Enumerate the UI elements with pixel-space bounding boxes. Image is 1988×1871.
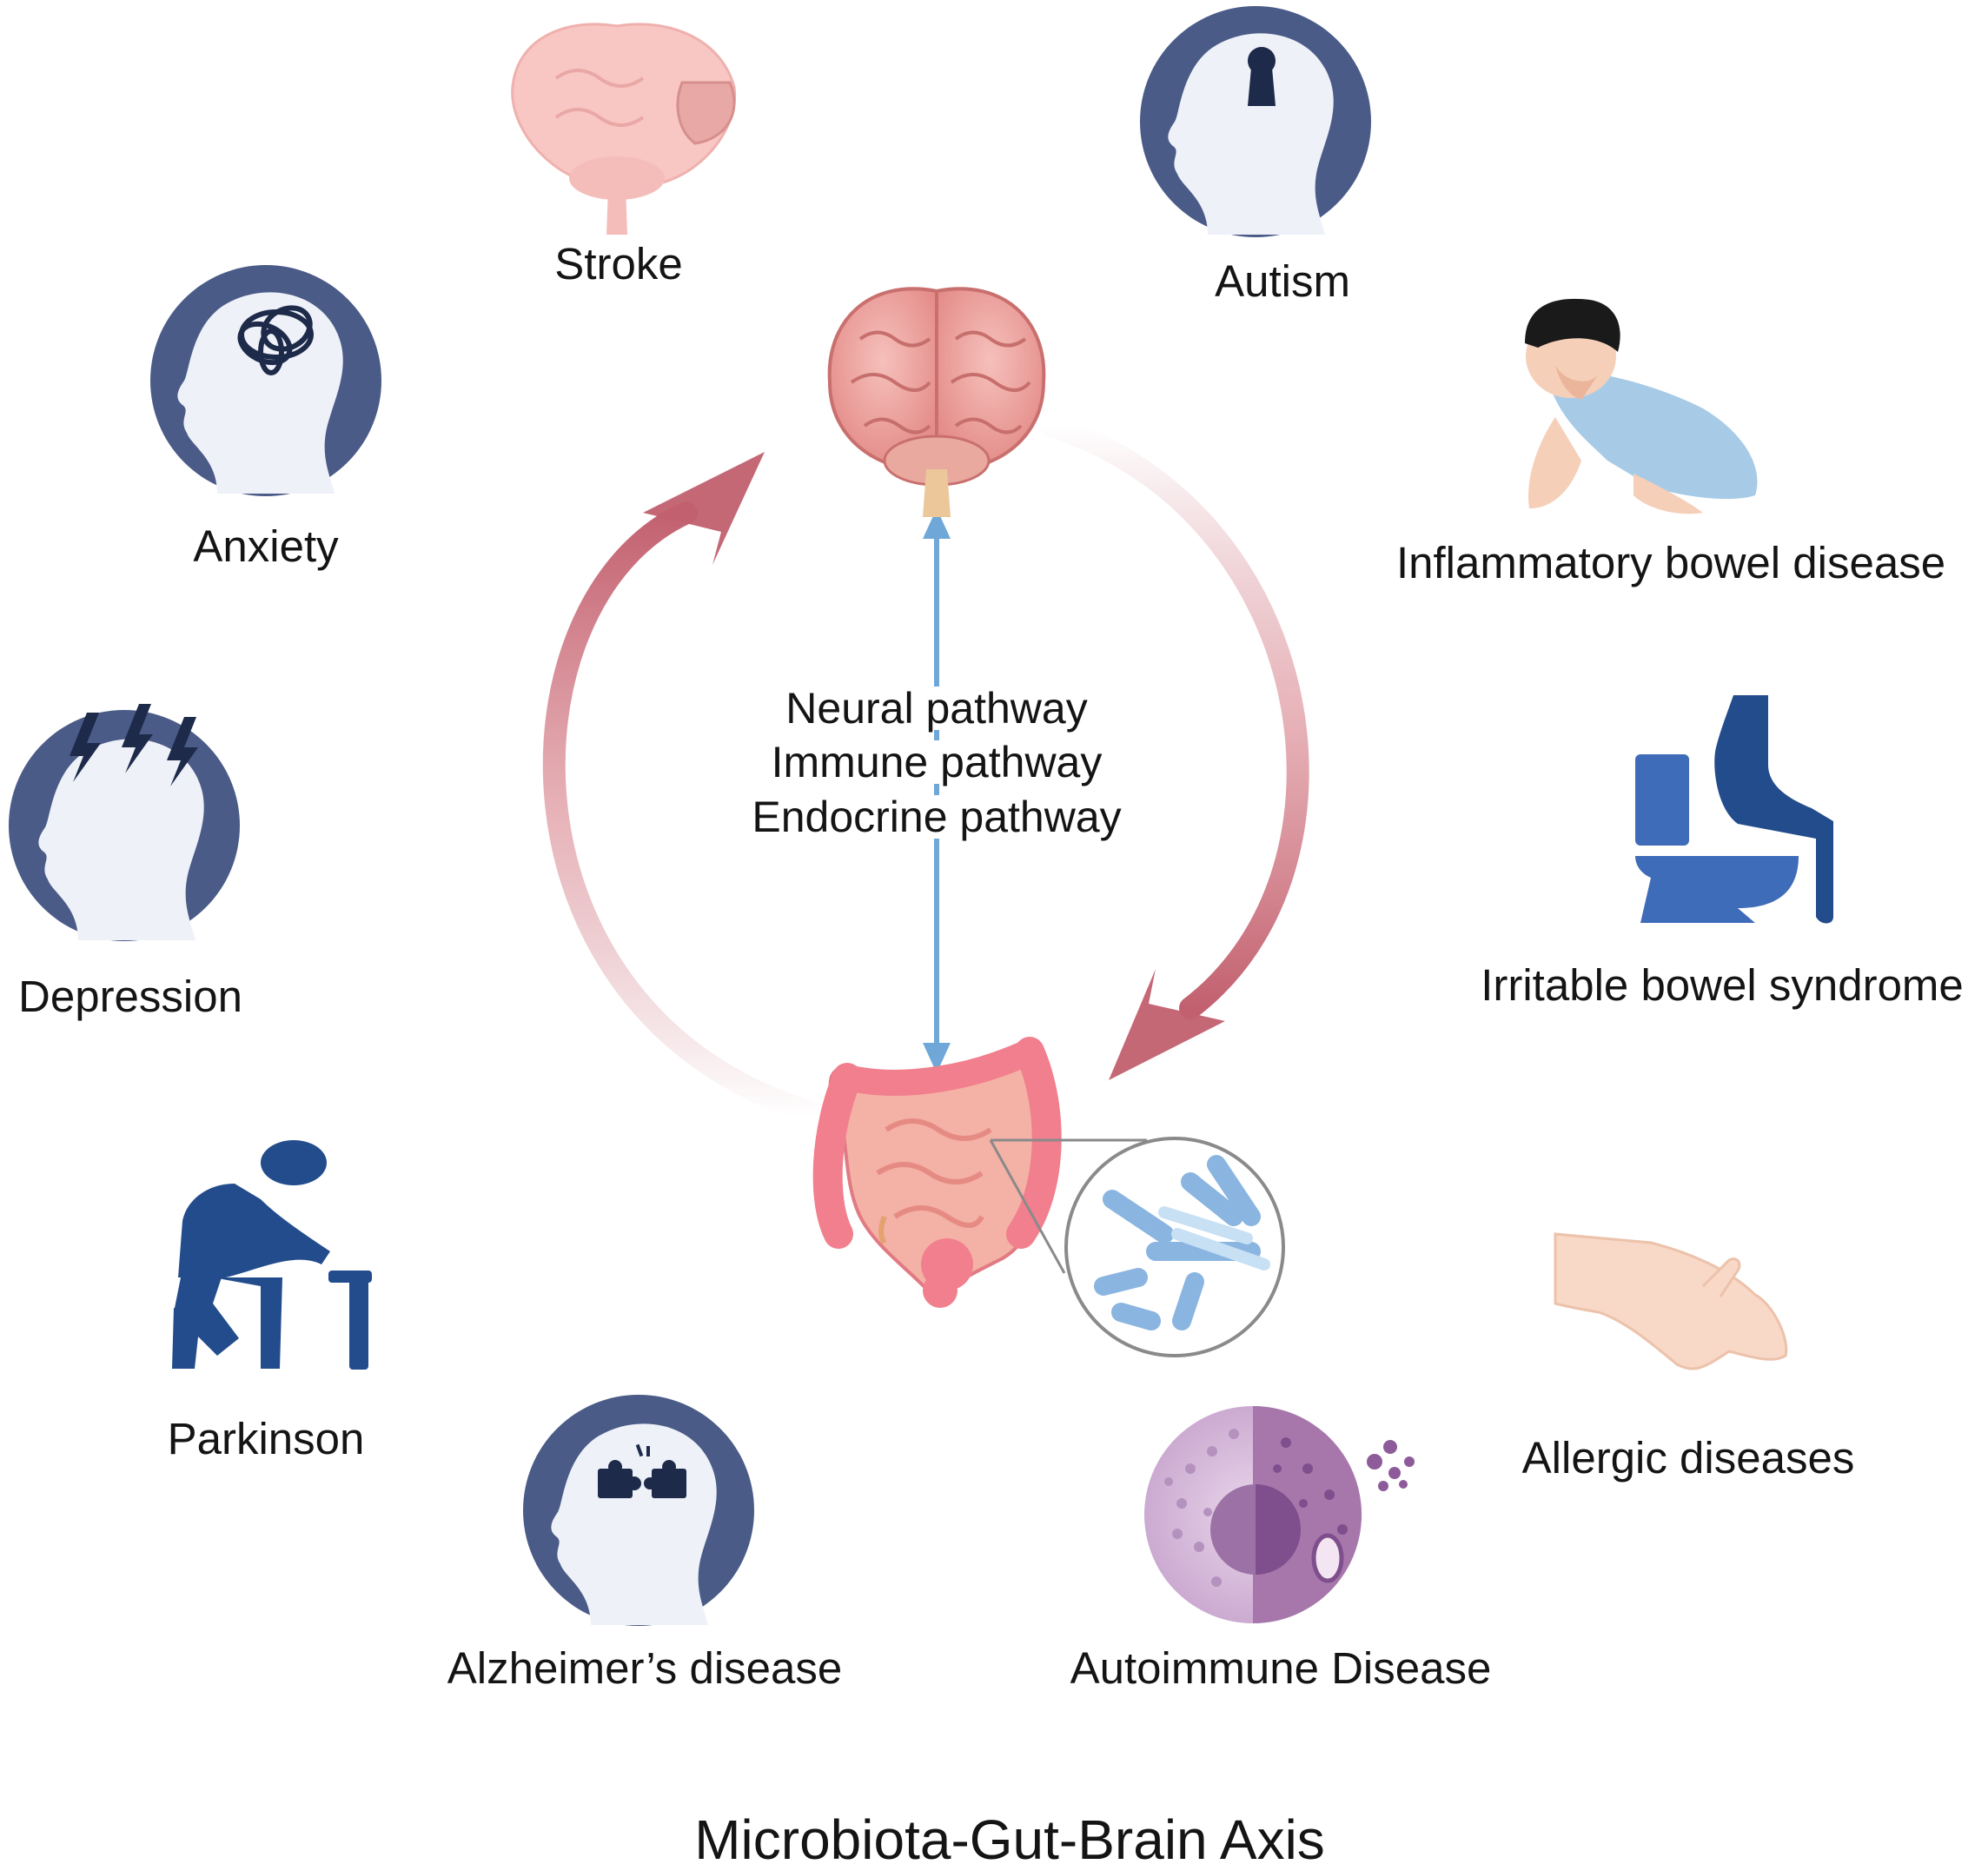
endocrine-pathway-label: Endocrine pathway (746, 795, 1127, 839)
autism-label: Autism (1215, 256, 1350, 306)
anxiety-icon (150, 265, 381, 496)
stroke-label: Stroke (554, 239, 683, 289)
autism-icon (1140, 6, 1371, 237)
diagram-title: Microbiota-Gut-Brain Axis (694, 1808, 1325, 1871)
pathway-arrow (923, 508, 951, 1073)
autoimmune-disease-label: Autoimmune Disease (1070, 1643, 1492, 1693)
brain-to-gut-arrow (1040, 415, 1309, 1080)
irritable-bowel-syndrome-icon (1635, 695, 1833, 924)
inflammatory-bowel-disease-icon (1525, 298, 1758, 514)
autoimmune-disease-icon (1144, 1406, 1415, 1623)
alzheimers-disease-label: Alzheimer’s disease (447, 1643, 843, 1693)
allergic-diseases-icon (1554, 1232, 1788, 1370)
stroke-icon (511, 23, 737, 235)
microbiota-zoom (989, 1137, 1285, 1357)
parkinson-icon (172, 1140, 372, 1370)
inflammatory-bowel-disease-label: Inflammatory bowel disease (1395, 538, 1946, 587)
depression-icon (9, 704, 240, 941)
alzheimers-disease-icon (523, 1395, 754, 1626)
parkinson-label: Parkinson (167, 1414, 365, 1463)
anxiety-label: Anxiety (193, 521, 339, 571)
allergic-diseases-label: Allergic diseases (1521, 1433, 1855, 1483)
depression-label: Depression (18, 972, 242, 1021)
gut-to-brain-arrow (542, 452, 837, 1128)
irritable-bowel-syndrome-label: Irritable bowel syndrome (1481, 960, 1964, 1010)
neural-pathway-label: Neural pathway (780, 687, 1093, 730)
immune-pathway-label: Immune pathway (765, 740, 1108, 784)
central-brain-illustration (827, 287, 1046, 517)
gut-illustration (812, 1037, 1062, 1308)
